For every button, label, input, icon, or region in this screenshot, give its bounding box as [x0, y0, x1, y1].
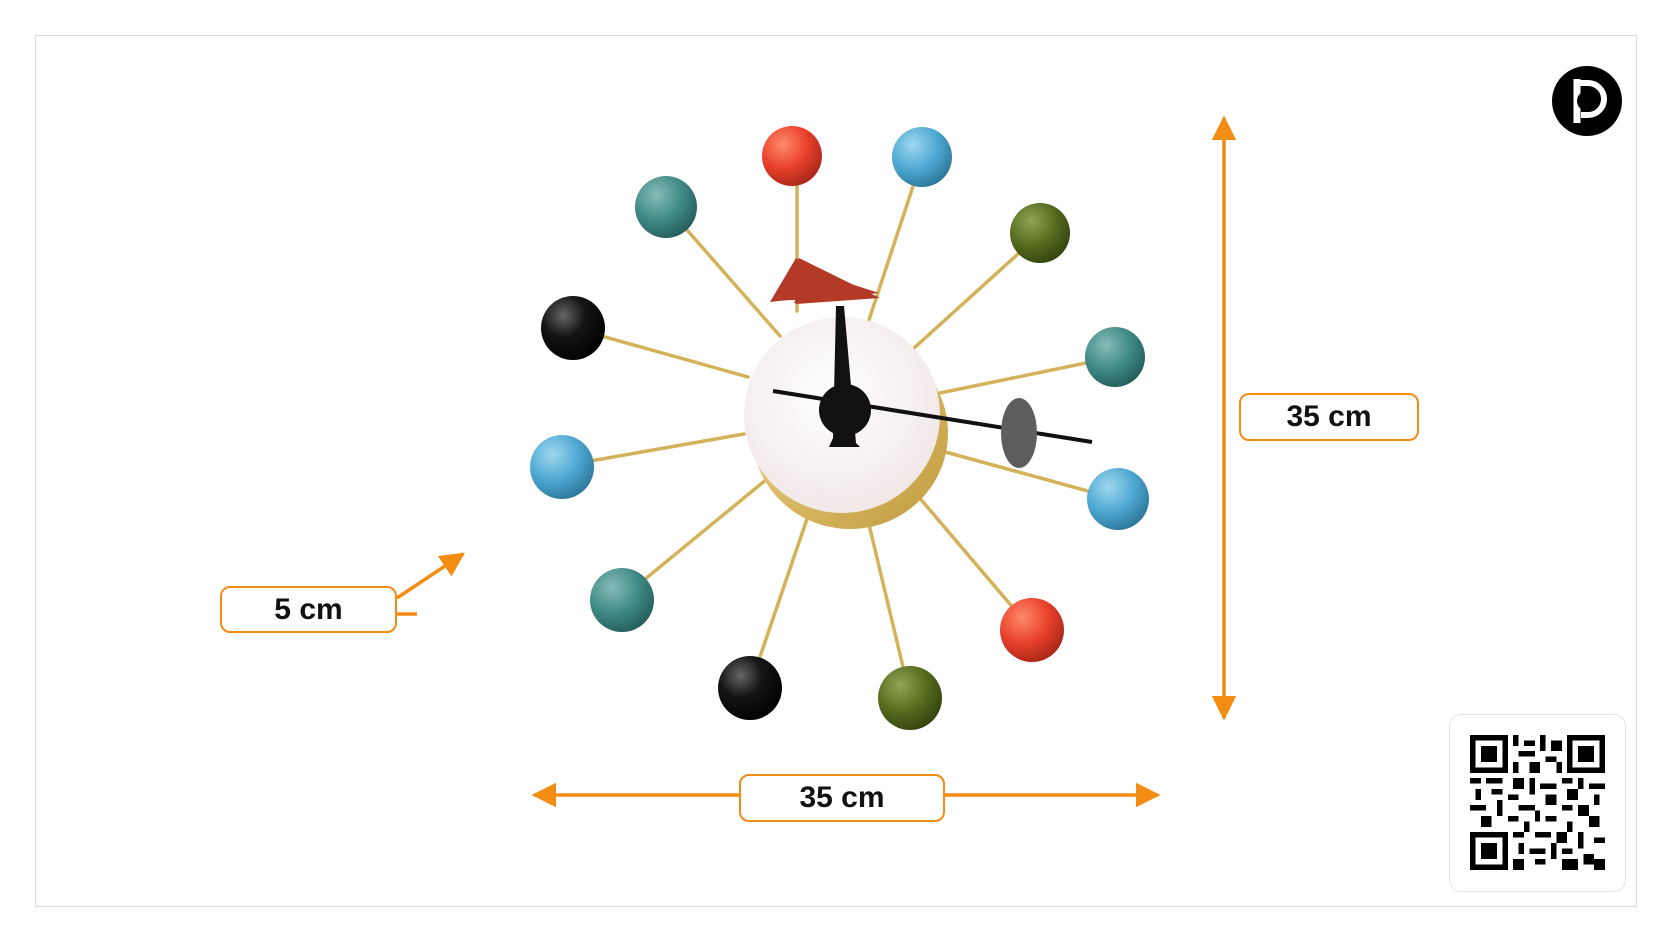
ball-black — [718, 656, 782, 720]
ball-blue — [530, 435, 594, 499]
spoke — [864, 510, 912, 698]
depth-arrow — [396, 552, 466, 600]
width-label: 35 cm — [739, 774, 945, 822]
spoke — [620, 477, 769, 600]
ball-olive — [1010, 203, 1070, 263]
minute-hand-counterweight — [1001, 398, 1037, 468]
hour-hand-red-tip-upper — [772, 258, 880, 304]
ball-blue — [1087, 468, 1149, 530]
clock-hands — [770, 258, 1093, 468]
spoke — [936, 448, 1119, 501]
ball-black — [541, 296, 605, 360]
ball-blue — [892, 127, 952, 187]
ball-olive — [878, 666, 942, 730]
brand-logo-icon — [1552, 66, 1622, 136]
qr-card — [1449, 714, 1626, 892]
height-label: 35 cm — [1239, 393, 1419, 441]
depth-label: 5 cm — [220, 586, 397, 633]
ball-teal — [635, 176, 697, 238]
ball-red — [1000, 598, 1064, 662]
spoke — [748, 511, 811, 688]
clock-balls — [530, 126, 1149, 730]
dimension-arrows — [396, 115, 1237, 808]
ball-teal — [1085, 327, 1145, 387]
ball-red — [762, 126, 822, 186]
qr-code-icon — [1470, 735, 1605, 870]
ball-teal — [590, 568, 654, 632]
hand-center-cap — [819, 384, 871, 436]
